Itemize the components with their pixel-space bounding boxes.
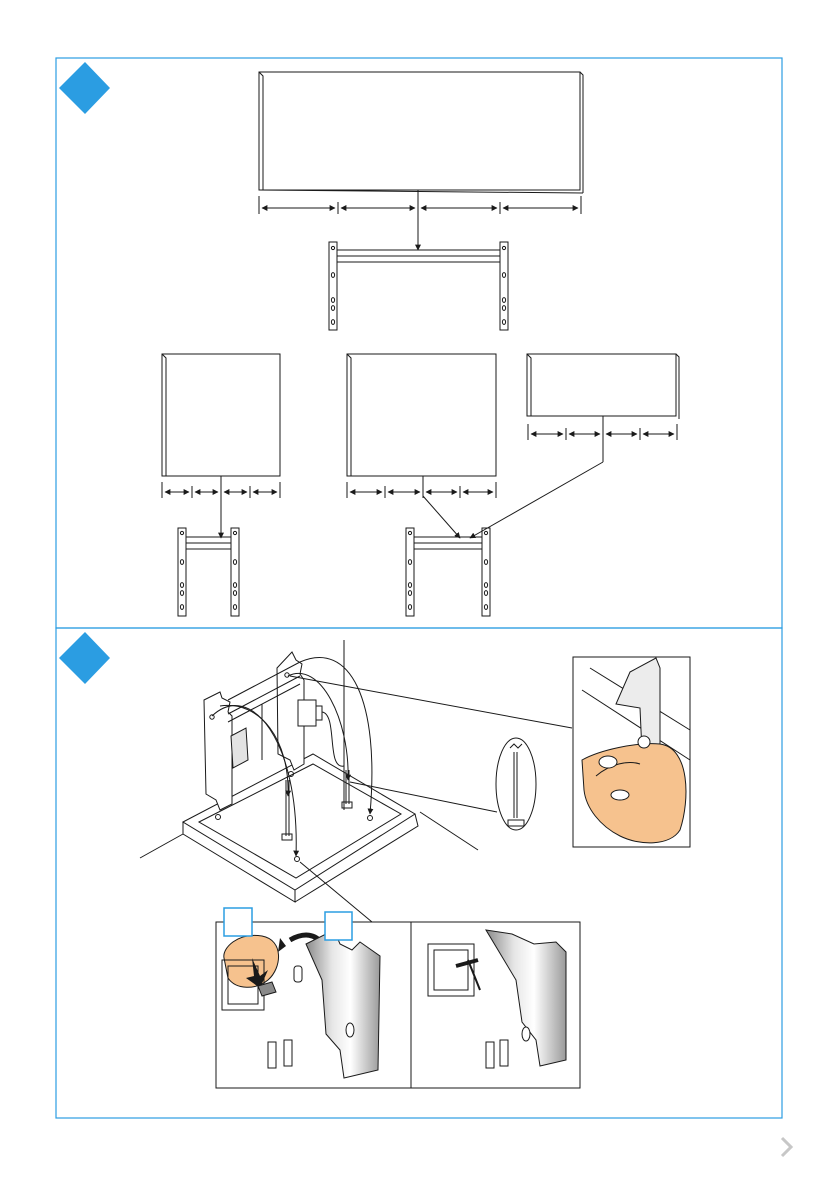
base-tray bbox=[140, 754, 418, 902]
step-1-marker bbox=[59, 62, 110, 114]
medium-rack-bracket bbox=[406, 528, 490, 616]
step-1-panel bbox=[56, 58, 782, 628]
callout-square-b bbox=[325, 912, 352, 940]
narrow-rack-bracket bbox=[178, 528, 239, 616]
narrow-cover-panel bbox=[162, 354, 280, 476]
step-2-marker bbox=[59, 632, 110, 684]
medium-cover-panel bbox=[347, 354, 496, 476]
short-cover-panel bbox=[527, 354, 679, 419]
short-dimension-line bbox=[470, 416, 677, 538]
wide-cover-panel bbox=[259, 72, 583, 193]
medium-dimension-line bbox=[347, 476, 496, 538]
callout-square-a bbox=[224, 908, 252, 936]
narrow-dimension-line bbox=[162, 476, 280, 538]
hand-detail-box bbox=[573, 657, 690, 847]
wide-dimension-line bbox=[259, 190, 581, 250]
clip-insert-detail bbox=[216, 922, 580, 1088]
wide-rack-bracket bbox=[329, 242, 508, 330]
wire-clip-detail bbox=[496, 738, 536, 830]
step-2-panel bbox=[56, 628, 782, 1118]
chevron-right-icon[interactable] bbox=[774, 1134, 800, 1160]
